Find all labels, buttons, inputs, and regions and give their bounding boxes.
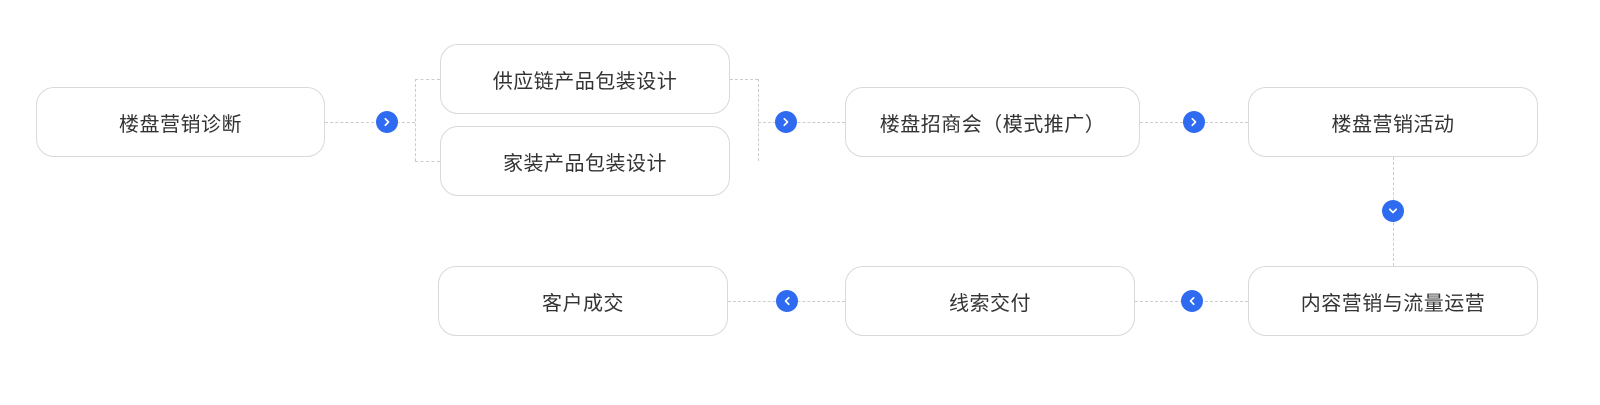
node-label: 家装产品包装设计 [503, 152, 667, 175]
connector-line [415, 161, 440, 162]
node-label: 楼盘招商会（模式推广） [879, 113, 1106, 136]
chevron-right-icon [376, 111, 398, 133]
node-property-marketing-diagnosis: 楼盘营销诊断 [36, 87, 325, 157]
chevron-right-icon [1183, 111, 1205, 133]
chevron-right-icon [775, 111, 797, 133]
node-label: 线索交付 [949, 292, 1031, 315]
connector-line [758, 122, 845, 123]
connector-branch-line [415, 79, 416, 161]
node-label: 客户成交 [542, 292, 624, 315]
chevron-down-icon [1382, 200, 1404, 222]
connector-line [415, 79, 440, 80]
node-property-marketing-activity: 楼盘营销活动 [1248, 87, 1538, 157]
node-label: 楼盘营销活动 [1331, 113, 1455, 136]
connector-line [325, 122, 415, 123]
chevron-left-icon [776, 290, 798, 312]
node-content-marketing-traffic-operation: 内容营销与流量运营 [1248, 266, 1538, 336]
node-label: 供应链产品包装设计 [492, 70, 678, 93]
chevron-left-icon [1181, 290, 1203, 312]
node-label: 楼盘营销诊断 [119, 113, 242, 136]
connector-line [730, 79, 758, 80]
node-lead-delivery: 线索交付 [845, 266, 1135, 336]
node-supply-chain-product-packaging-design: 供应链产品包装设计 [440, 44, 730, 114]
node-customer-deal: 客户成交 [438, 266, 728, 336]
node-home-decoration-product-packaging-design: 家装产品包装设计 [440, 126, 730, 196]
node-label: 内容营销与流量运营 [1300, 292, 1486, 315]
connector-merge-line [758, 79, 759, 161]
node-property-investment-conference: 楼盘招商会（模式推广） [845, 87, 1140, 157]
